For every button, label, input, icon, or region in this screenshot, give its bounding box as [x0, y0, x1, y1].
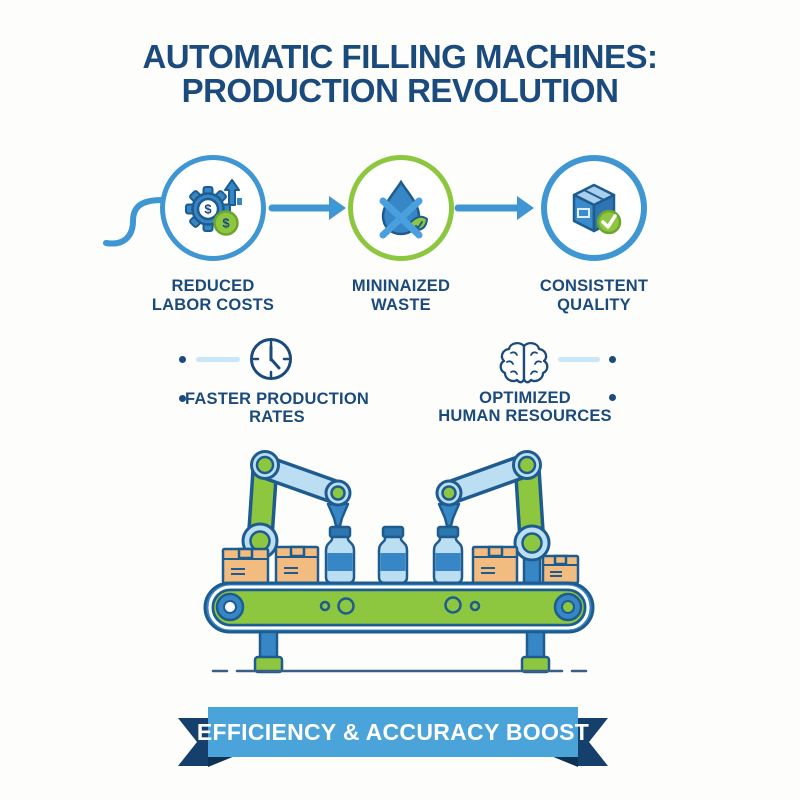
brain-icon	[499, 342, 549, 384]
connector-dash	[558, 357, 600, 362]
ribbon-tail-left-icon	[178, 718, 208, 766]
step-label-consistent-quality: CONSISTENT QUALITY	[539, 277, 649, 314]
package-check-icon	[572, 183, 622, 235]
cardboard-box-icon	[274, 545, 320, 585]
gear-dollar-icon: $ $	[185, 179, 242, 236]
ribbon-tail-right-icon	[578, 718, 608, 766]
step-circle-consistent-quality	[541, 155, 647, 261]
clock-icon	[250, 338, 292, 380]
bullet-dot	[609, 394, 616, 401]
flow-decor	[103, 196, 534, 247]
title-line-1: AUTOMATIC FILLING MACHINES:	[142, 38, 658, 75]
banner: EFFICIENCY & ACCURACY BOOST	[197, 707, 589, 757]
bottle-icon	[432, 525, 464, 585]
bullet-dot	[179, 356, 186, 363]
feature-label-faster-production: FASTER PRODUCTION RATES	[185, 390, 369, 426]
page-title: AUTOMATIC FILLING MACHINES: PRODUCTION R…	[0, 40, 800, 108]
arrow-right-icon	[454, 196, 534, 220]
cardboard-box-icon	[471, 545, 519, 585]
step-circle-minimized-waste	[348, 155, 454, 261]
svg-text:$: $	[222, 216, 230, 231]
banner-text: EFFICIENCY & ACCURACY BOOST	[196, 718, 590, 745]
bottle-icon	[377, 525, 409, 585]
bullet-dot	[179, 395, 186, 402]
svg-text:$: $	[204, 202, 212, 217]
bottle-icon	[324, 525, 356, 585]
cardboard-box-icon	[221, 547, 270, 585]
conveyor-belt-icon	[203, 581, 595, 674]
feature-label-optimized-hr: OPTIMIZED HUMAN RESOURCES	[438, 389, 612, 425]
ribbon-tails	[178, 718, 608, 767]
title-line-2: PRODUCTION REVOLUTION	[181, 72, 619, 109]
step-label-reduced-labor-costs: REDUCED LABOR COSTS	[151, 277, 275, 314]
connector-dash	[196, 357, 240, 362]
step-circle-reduced-labor-costs: $ $	[160, 155, 266, 261]
robot-arm-right-icon	[435, 450, 551, 586]
arrow-right-icon	[268, 196, 346, 220]
hook-curve	[103, 197, 166, 247]
bullet-dot	[609, 356, 616, 363]
step-label-minimized-waste: MININAIZED WASTE	[351, 277, 451, 314]
ribbon-fold-right	[551, 756, 578, 767]
filling-machine-illustration	[203, 450, 595, 674]
no-water-waste-icon	[379, 179, 429, 239]
cardboard-box-icon	[541, 554, 580, 585]
ribbon-fold-left	[208, 756, 235, 767]
robot-arm-left-icon	[241, 450, 352, 560]
